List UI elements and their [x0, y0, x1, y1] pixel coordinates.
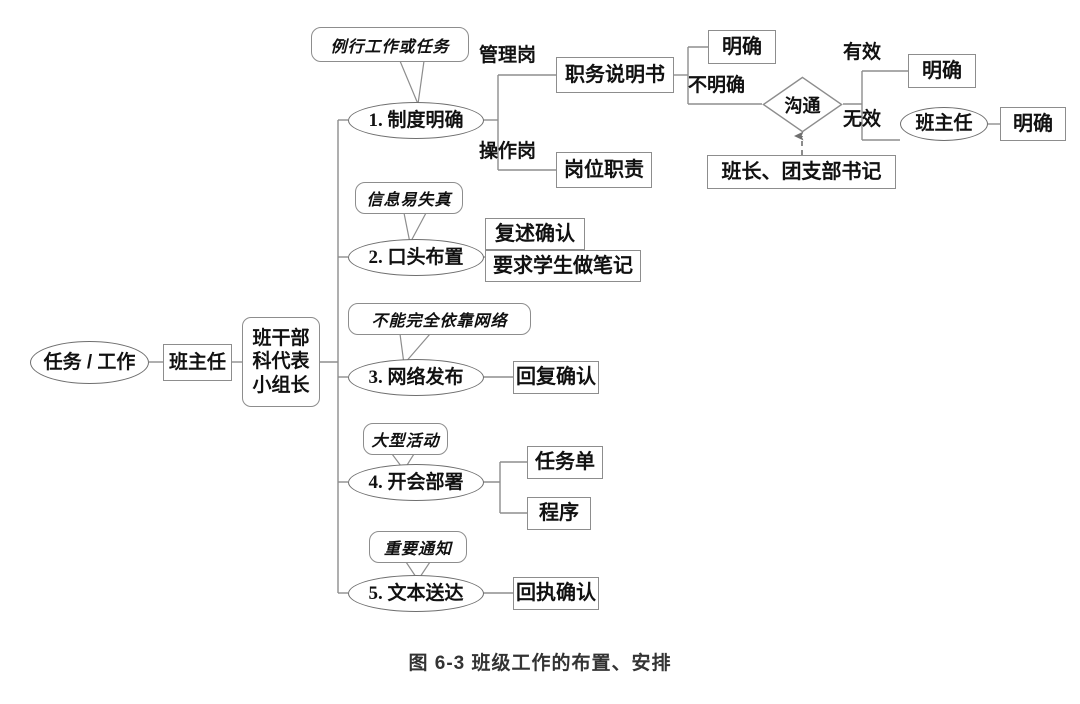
node-restate-confirm[interactable]: 复述确认 [485, 218, 585, 250]
node-branch-5-document-delivery[interactable]: 5. 文本送达 [348, 575, 484, 612]
edge-label-unclear: 不明确 [688, 75, 746, 96]
node-job-description[interactable]: 职务说明书 [556, 57, 674, 93]
node-clear-outcome-top[interactable]: 明确 [708, 30, 776, 64]
edge-label-effective: 有效 [843, 42, 882, 63]
callout-large-activity[interactable]: 大型活动 [363, 423, 448, 455]
node-branch-1-system-clarity[interactable]: 1. 制度明确 [348, 102, 484, 139]
node-head-teacher[interactable]: 班主任 [163, 344, 232, 381]
edge-label-ineffective: 无效 [843, 109, 882, 130]
decision-label: 沟通 [784, 95, 821, 116]
node-head-teacher-escalation[interactable]: 班主任 [900, 107, 988, 141]
edge-label-operation-post: 操作岗 [479, 141, 537, 162]
node-clear-outcome-ineffective[interactable]: 明确 [1000, 107, 1066, 141]
node-clear-outcome-effective[interactable]: 明确 [908, 54, 976, 88]
node-branch-2-verbal-assignment[interactable]: 2. 口头布置 [348, 239, 484, 276]
callout-network-reliance[interactable]: 不能完全依靠网络 [348, 303, 531, 335]
node-branch-4-meeting-deployment[interactable]: 4. 开会部署 [348, 464, 484, 501]
node-class-officers[interactable]: 班干部 科代表 小组长 [242, 317, 320, 407]
callout-important-notice[interactable]: 重要通知 [369, 531, 467, 563]
node-task-sheet[interactable]: 任务单 [527, 446, 603, 479]
node-require-student-notes[interactable]: 要求学生做笔记 [485, 250, 641, 282]
callout-info-distortion[interactable]: 信息易失真 [355, 182, 463, 214]
node-post-duties[interactable]: 岗位职责 [556, 152, 652, 188]
figure-caption: 图 6-3 班级工作的布置、安排 [408, 653, 672, 674]
node-root-task[interactable]: 任务 / 工作 [30, 341, 149, 384]
node-branch-3-network-release[interactable]: 3. 网络发布 [348, 359, 484, 396]
node-procedure[interactable]: 程序 [527, 497, 591, 530]
node-monitor-and-secretary[interactable]: 班长、团支部书记 [707, 155, 896, 189]
node-receipt-confirm[interactable]: 回执确认 [513, 577, 599, 610]
callout-routine-work[interactable]: 例行工作或任务 [311, 27, 469, 62]
diamond-shape [762, 76, 843, 133]
node-decision-communicate[interactable]: 沟通 [762, 76, 843, 133]
node-reply-confirm[interactable]: 回复确认 [513, 361, 599, 394]
edge-label-management-post: 管理岗 [479, 45, 537, 66]
